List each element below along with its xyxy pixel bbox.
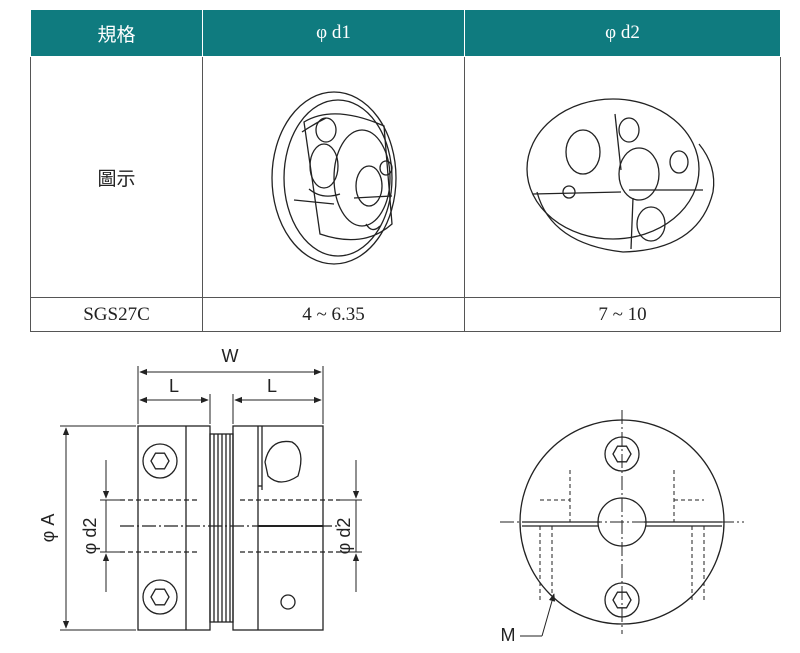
side-view-dimensions bbox=[60, 366, 362, 631]
dimension-label-w: W bbox=[222, 346, 239, 366]
dimension-label-l-left: L bbox=[169, 376, 179, 396]
figure-row: 圖示 bbox=[30, 56, 781, 298]
coupling-hub-d1-drawing bbox=[270, 91, 397, 265]
model-cell: SGS27C bbox=[30, 297, 203, 332]
m-leader bbox=[520, 593, 556, 637]
coupling-hub-d2-drawing bbox=[525, 98, 714, 253]
table-row: SGS27C 4 ~ 6.35 7 ~ 10 bbox=[30, 297, 781, 332]
header-d2: φ d2 bbox=[464, 9, 781, 57]
technical-drawing: W L L φ A φ d2 φ d2 M bbox=[38, 346, 744, 645]
label-m: M bbox=[501, 625, 516, 645]
header-spec: 規格 bbox=[30, 9, 203, 57]
spec-table: 規格 φ d1 φ d2 圖示 bbox=[30, 9, 781, 332]
header-row: 規格 φ d1 φ d2 bbox=[30, 9, 781, 57]
dimension-label-phi-d2-right: φ d2 bbox=[334, 518, 354, 555]
d1-range-cell: 4 ~ 6.35 bbox=[202, 297, 465, 332]
figure-row-label: 圖示 bbox=[30, 56, 203, 298]
dimension-label-l-right: L bbox=[267, 376, 277, 396]
d2-range-cell: 7 ~ 10 bbox=[464, 297, 781, 332]
end-view bbox=[500, 410, 744, 634]
dimension-label-phi-a: φ A bbox=[38, 514, 58, 543]
side-view bbox=[120, 425, 340, 631]
dimension-label-phi-d2-left: φ d2 bbox=[80, 518, 100, 555]
figure-d2-cell bbox=[464, 56, 781, 298]
header-d1: φ d1 bbox=[202, 9, 465, 57]
figure-d1-cell bbox=[202, 56, 465, 298]
